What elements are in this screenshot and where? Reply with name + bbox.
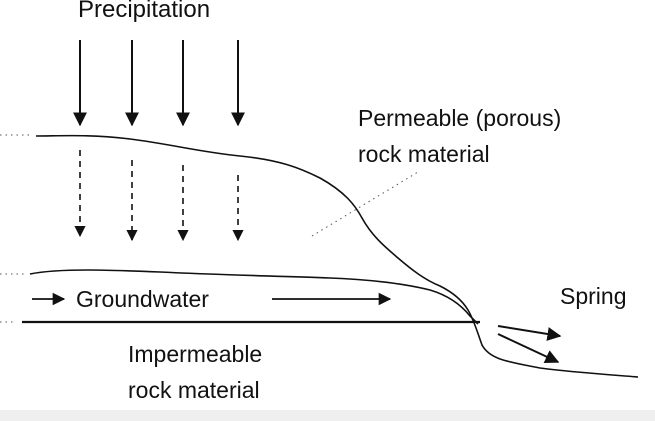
infiltration-arrows [74,150,244,242]
spring-outflow-arrow-icon [497,333,560,364]
permeable-label-line2: rock material [358,141,490,167]
groundwater-label: Groundwater [76,286,209,312]
ground-surface-line [35,134,639,378]
precipitation-label: Precipitation [78,0,210,23]
permeable-leader-dotted [311,171,419,237]
permeable-label-line1: Permeable (porous) [358,105,561,131]
water-table-line [29,269,479,325]
bottom-band [0,410,655,421]
impermeable-label-line1: Impermeable [128,341,262,367]
spring-label: Spring [560,283,626,309]
impermeable-label-line2: rock material [128,377,260,403]
spring-outflow-arrow-icon [497,325,562,341]
precipitation-arrows [73,40,245,127]
